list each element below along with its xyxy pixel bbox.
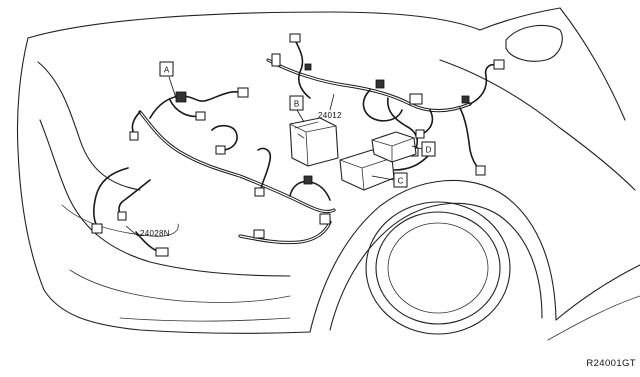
lower-trunk-core <box>239 221 331 244</box>
wheel-arch <box>309 179 557 333</box>
callout-c-leader <box>371 175 395 181</box>
vehicle-body-outline <box>16 7 640 341</box>
callout-c-label: C <box>398 177 404 186</box>
connector-fog <box>155 247 169 257</box>
branch-top <box>294 39 311 99</box>
connector-lower-1 <box>253 229 265 239</box>
callout-b-leader <box>296 109 305 123</box>
bumper-outline <box>16 37 311 334</box>
connector-mid-3 <box>375 79 385 89</box>
front-harness <box>91 87 336 257</box>
part-24028n-leader <box>125 225 139 237</box>
connector-top-3 <box>304 63 312 71</box>
branch-loop-2 <box>257 147 272 193</box>
branch-left-down <box>93 167 129 229</box>
part-number-24028n: 24028N <box>140 229 170 238</box>
side-mirror <box>505 24 563 62</box>
ecu-cluster <box>339 131 429 191</box>
callout-d-label: D <box>426 146 432 155</box>
branch-a-3 <box>131 111 141 135</box>
branch-right <box>469 63 499 105</box>
branch-center-down <box>386 97 419 153</box>
grille-line <box>39 119 291 277</box>
connector-top-1 <box>289 33 301 43</box>
fender-line <box>439 59 636 191</box>
connector-lower-2 <box>319 213 331 225</box>
fog-lamp-recess <box>61 204 179 237</box>
callouts: A B C D 24012 24028N <box>125 61 436 238</box>
connector-a-2 <box>195 111 206 121</box>
connector-mid-4 <box>409 93 423 105</box>
front-trunk-core <box>139 111 335 213</box>
connector-loop-2 <box>254 187 265 197</box>
tire-inner <box>375 211 501 325</box>
callout-c-box <box>393 172 408 188</box>
callout-a-leader <box>168 76 177 99</box>
branch-loop-1 <box>211 124 238 151</box>
connector-right-2 <box>475 165 486 176</box>
ecu-lead <box>393 155 429 171</box>
branch-a-1 <box>149 91 245 119</box>
ecu-module-d <box>371 131 417 163</box>
a-pillar <box>559 7 626 121</box>
fuse-box-edge <box>289 123 337 167</box>
lower-splitter <box>119 317 291 322</box>
main-trunk-core <box>267 59 471 112</box>
callout-d-leader <box>411 145 423 150</box>
hood-edge <box>27 11 481 39</box>
connector-loop-1 <box>215 145 226 155</box>
rocker-line <box>547 295 640 341</box>
fuse-box-lid <box>294 121 319 139</box>
connector-left-1 <box>91 223 103 234</box>
engine-room-harness <box>266 33 505 176</box>
callout-a-box <box>159 61 174 77</box>
connector-right-1 <box>493 59 505 70</box>
connector-mid-2 <box>415 129 425 139</box>
branch-right-down <box>459 107 481 171</box>
branch-loop <box>362 89 403 122</box>
fuse-relay-box <box>289 117 339 167</box>
windshield-edge <box>479 7 561 31</box>
callout-b-label: B <box>294 100 299 109</box>
ecu-edge <box>339 157 393 191</box>
wheel-rim <box>387 222 489 314</box>
headlight-line <box>37 61 141 191</box>
callout-d-box <box>421 141 436 157</box>
connector-top-2 <box>271 53 281 67</box>
side-body-line <box>555 264 640 321</box>
part-number-24012: 24012 <box>318 111 342 120</box>
part-24012-leader <box>329 93 335 111</box>
connector-center <box>303 175 313 185</box>
callout-a-label: A <box>164 66 170 75</box>
wheel-arch-inner <box>329 202 543 331</box>
diagram-code: R24001GT <box>586 358 636 369</box>
callout-b-box <box>289 95 304 111</box>
module-d-edge <box>371 137 415 163</box>
lower-intake <box>69 269 291 303</box>
fuse-box-body <box>289 117 339 167</box>
tire <box>365 201 511 335</box>
connector-left-2 <box>117 211 127 221</box>
connector-a-1 <box>237 87 249 98</box>
connector-a-3 <box>175 91 187 103</box>
connector-a-4 <box>129 131 139 141</box>
connector-right-3 <box>461 95 470 104</box>
